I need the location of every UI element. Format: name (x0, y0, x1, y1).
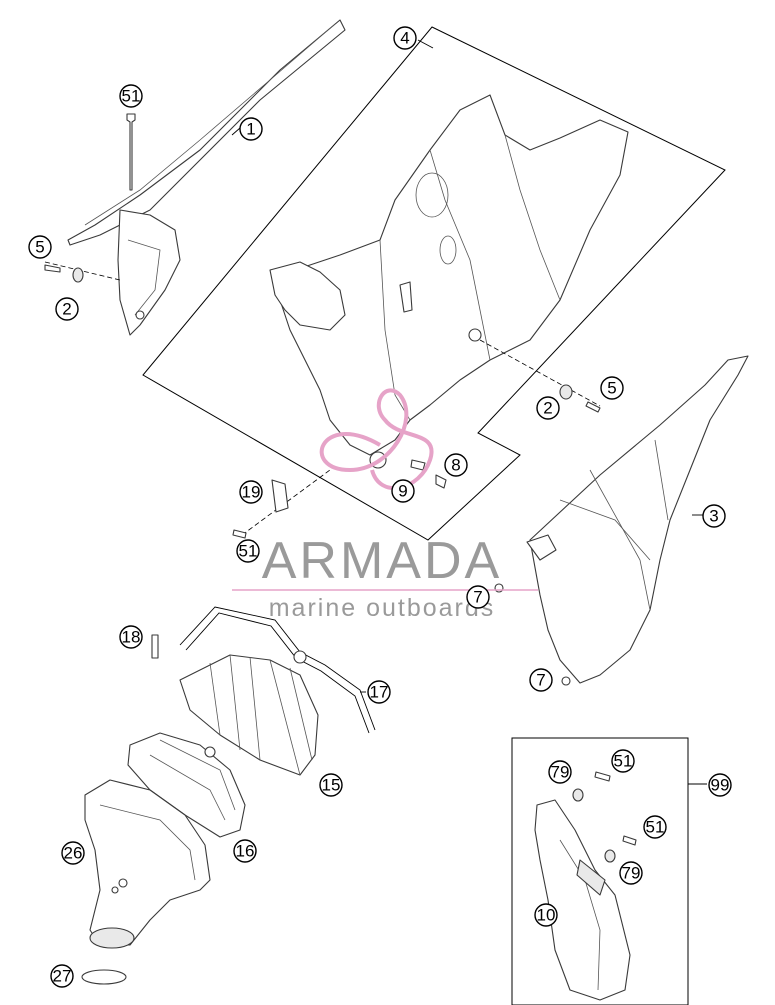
watermark-tagline: marine outboards (269, 594, 496, 622)
bolt-51-kit-lower (622, 835, 637, 846)
callout-8: 8 (444, 453, 468, 477)
leader-2-5-right (479, 339, 601, 407)
svg-text:19: 19 (242, 483, 261, 502)
part-3-side-cover (526, 355, 749, 684)
callout-79-kit-lower: 79 (619, 861, 643, 885)
callout-27: 27 (50, 964, 74, 988)
svg-text:26: 26 (64, 844, 83, 863)
bolt-51-mid (232, 529, 247, 539)
washer-79-kit-lower (604, 849, 616, 863)
part-17-bracket (179, 606, 376, 734)
svg-text:51: 51 (646, 818, 665, 837)
svg-text:99: 99 (711, 776, 730, 795)
callout-5-left: 5 (28, 235, 52, 259)
part-16-filter-cage (127, 732, 246, 838)
svg-text:7: 7 (473, 588, 482, 607)
nut-7-lower (561, 676, 571, 686)
svg-text:51: 51 (239, 542, 258, 561)
part-27-clamp (81, 969, 127, 985)
svg-text:17: 17 (370, 683, 389, 702)
svg-text:8: 8 (451, 456, 460, 475)
svg-text:2: 2 (62, 300, 71, 319)
leader-19-51 (241, 469, 331, 536)
callout-16: 16 (233, 839, 257, 863)
callout-4: 4 (393, 26, 417, 50)
washer-79-kit-upper (572, 788, 584, 802)
svg-text:79: 79 (622, 864, 641, 883)
watermark-name: ARMADA (262, 532, 502, 590)
callout-26: 26 (61, 841, 85, 865)
bolt-51-kit-upper (594, 771, 611, 782)
callout-2-left: 2 (55, 297, 79, 321)
callout-15: 15 (319, 773, 343, 797)
svg-text:5: 5 (607, 379, 616, 398)
svg-text:1: 1 (246, 120, 255, 139)
part-15-air-filter (179, 654, 319, 776)
svg-text:7: 7 (536, 671, 545, 690)
callout-19: 19 (239, 480, 263, 504)
callout-51-kit-lower: 51 (643, 815, 667, 839)
leader-1 (231, 127, 241, 136)
callout-9: 9 (391, 479, 415, 503)
svg-text:2: 2 (543, 399, 552, 418)
svg-text:9: 9 (398, 482, 407, 501)
part-9-clip (410, 459, 426, 471)
callout-17: 17 (367, 680, 391, 704)
leader-4 (417, 39, 434, 49)
bolt-5-right (585, 401, 601, 413)
callout-1: 1 (239, 117, 263, 141)
callout-51-kit-upper: 51 (611, 749, 635, 773)
washer-2-left (72, 267, 84, 283)
bolt-51-top (126, 113, 136, 191)
watermark: ARMADA marine outboards (232, 388, 538, 622)
washer-2-right (559, 384, 573, 400)
svg-text:51: 51 (122, 87, 141, 106)
callout-7-lower: 7 (529, 668, 553, 692)
svg-text:15: 15 (322, 776, 341, 795)
svg-text:5: 5 (35, 238, 44, 257)
leader-5-2-left (44, 261, 121, 281)
callout-51-mid: 51 (236, 539, 260, 563)
part-4-outline-frame (142, 26, 726, 541)
svg-text:3: 3 (709, 507, 718, 526)
watermark-logo (319, 388, 434, 490)
callout-10: 10 (534, 903, 558, 927)
callout-5-right: 5 (600, 376, 624, 400)
callout-2-right: 2 (536, 396, 560, 420)
callout-51-top: 51 (119, 84, 143, 108)
callout-18: 18 (119, 625, 143, 649)
svg-text:27: 27 (53, 967, 72, 986)
svg-text:18: 18 (122, 628, 141, 647)
callout-7-upper: 7 (466, 585, 490, 609)
svg-text:51: 51 (614, 752, 633, 771)
svg-text:10: 10 (537, 906, 556, 925)
callout-99: 99 (708, 773, 732, 797)
part-26-intake-boot (84, 779, 211, 949)
svg-text:16: 16 (236, 842, 255, 861)
part-8-clip (435, 474, 447, 489)
svg-text:4: 4 (400, 29, 409, 48)
svg-text:79: 79 (551, 763, 570, 782)
callout-79-kit-upper: 79 (548, 760, 572, 784)
part-18-pin (151, 634, 159, 659)
bolt-5-left (44, 264, 61, 273)
part-4-airbox-rear-frame (269, 94, 629, 469)
callout-3: 3 (702, 504, 726, 528)
part-19-bracket (271, 479, 289, 513)
part-10-intake-snorkel (534, 799, 631, 1001)
part-99-kit-frame (511, 737, 689, 1005)
